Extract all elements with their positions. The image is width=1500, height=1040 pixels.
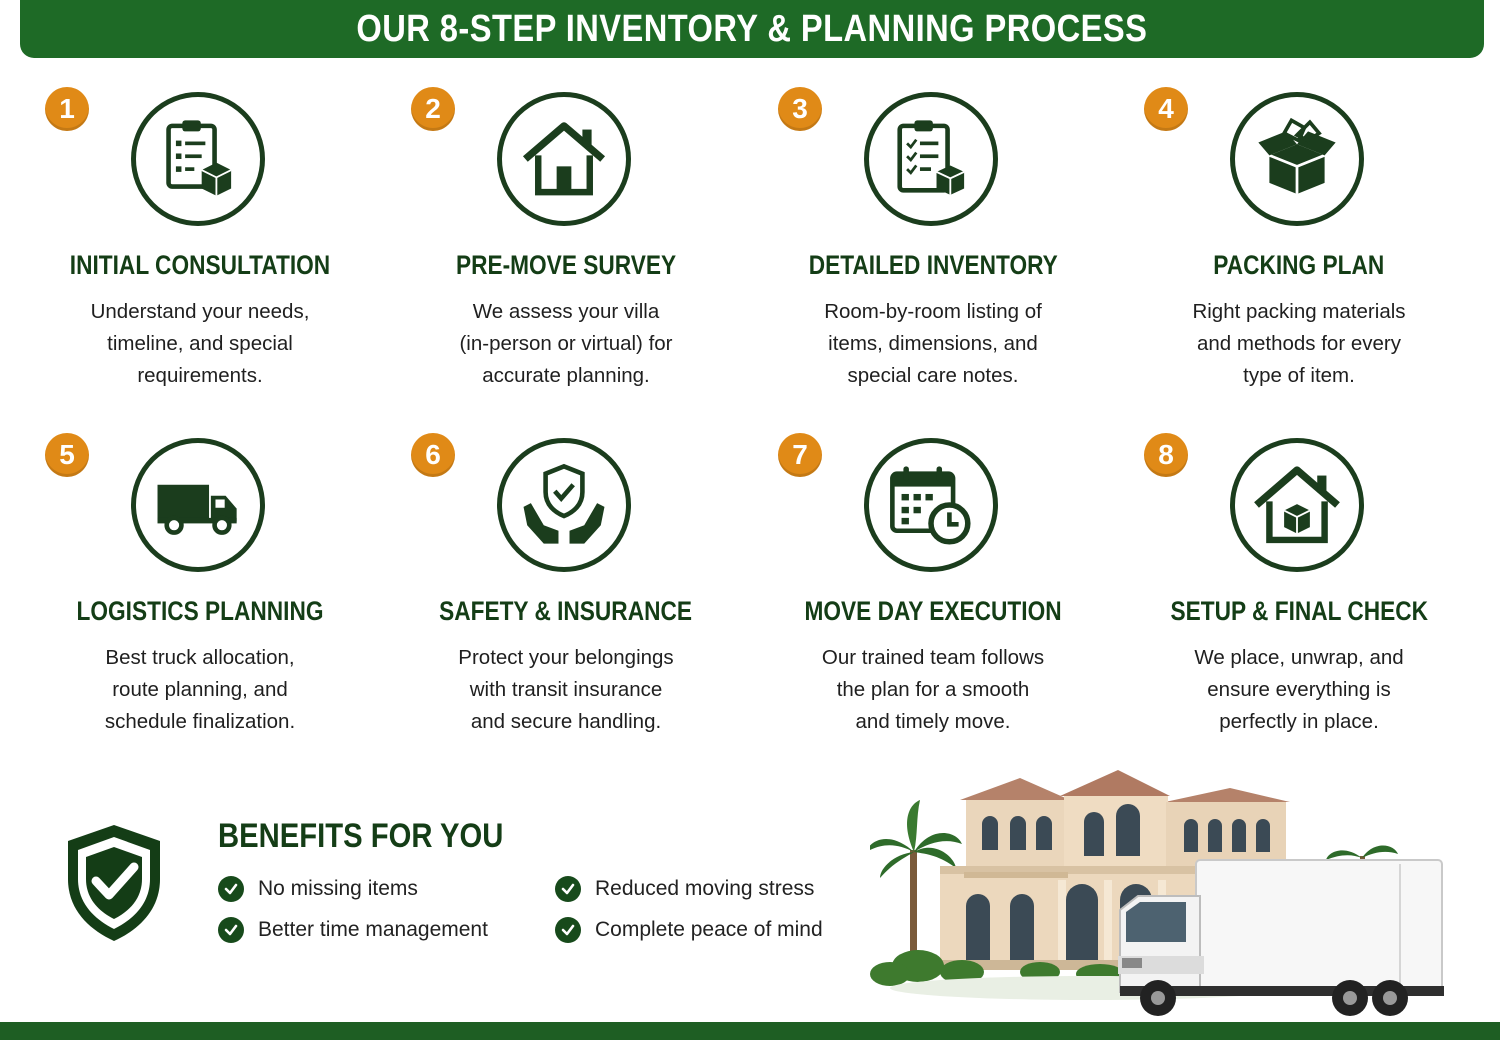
step-description: Best truck allocation,route planning, an… bbox=[104, 646, 296, 733]
check-icon bbox=[555, 917, 581, 943]
house-icon bbox=[497, 92, 631, 226]
benefits-title: BENEFITS FOR YOU bbox=[218, 817, 504, 855]
step-8: 8 SETUP & FINAL CHECK We place, unwrap, … bbox=[1115, 346, 1483, 733]
check-icon bbox=[555, 876, 581, 902]
open-box-icon bbox=[1230, 92, 1364, 226]
header-banner: OUR 8-STEP INVENTORY & PLANNING PROCESS bbox=[20, 0, 1484, 58]
truck-icon bbox=[131, 438, 265, 572]
step-2: 2 PRE-MOVE SURVEY We assess your villa(i… bbox=[382, 0, 750, 387]
clipboard-box-icon bbox=[131, 92, 265, 226]
house-box-icon bbox=[1230, 438, 1364, 572]
benefit-item: Complete peace of mind bbox=[555, 917, 823, 943]
step-number: 5 bbox=[45, 433, 89, 477]
inventory-checklist-icon bbox=[864, 92, 998, 226]
step-title: PACKING PLAN bbox=[1213, 250, 1385, 280]
step-3: 3 DETAILED INVENTORY Room-by-room listin… bbox=[749, 0, 1117, 387]
moving-truck bbox=[1118, 859, 1444, 1016]
step-title: SAFETY & INSURANCE bbox=[439, 596, 693, 626]
step-title: MOVE DAY EXECUTION bbox=[804, 596, 1062, 626]
benefits-panel: BENEFITS FOR YOU No missing items Reduce… bbox=[30, 795, 860, 995]
check-icon bbox=[218, 917, 244, 943]
step-title: SETUP & FINAL CHECK bbox=[1170, 596, 1428, 626]
step-title: DETAILED INVENTORY bbox=[808, 250, 1058, 280]
shield-check-icon bbox=[68, 825, 160, 941]
benefit-item: Reduced moving stress bbox=[555, 876, 814, 902]
step-number: 7 bbox=[778, 433, 822, 477]
step-description: We assess your villa(in-person or virtua… bbox=[459, 300, 673, 387]
step-5: 5 LOGISTICS PLANNING Best truck allocati… bbox=[16, 346, 384, 733]
step-1: 1 INITIAL CONSULTATION Understand your n… bbox=[16, 0, 384, 387]
step-description: Understand your needs,timeline, and spec… bbox=[90, 300, 310, 387]
step-6: 6 SAFETY & INSURANCE Protect your belong… bbox=[382, 346, 750, 733]
step-number: 2 bbox=[411, 87, 455, 131]
footer-bar bbox=[0, 1022, 1500, 1040]
calendar-clock-icon bbox=[864, 438, 998, 572]
step-title: LOGISTICS PLANNING bbox=[76, 596, 324, 626]
benefit-item: No missing items bbox=[218, 876, 418, 902]
step-number: 6 bbox=[411, 433, 455, 477]
check-icon bbox=[218, 876, 244, 902]
step-7: 7 MOVE DAY EXECUTION Our trained team fo… bbox=[749, 346, 1117, 733]
step-number: 4 bbox=[1144, 87, 1188, 131]
page-title: OUR 8-STEP INVENTORY & PLANNING PROCESS bbox=[356, 7, 1148, 50]
step-number: 3 bbox=[778, 87, 822, 131]
step-number: 1 bbox=[45, 87, 89, 131]
step-number: 8 bbox=[1144, 433, 1188, 477]
palm-tree bbox=[870, 800, 962, 960]
shield-hands-icon bbox=[497, 438, 631, 572]
benefit-item: Better time management bbox=[218, 917, 488, 943]
step-title: PRE-MOVE SURVEY bbox=[455, 250, 677, 280]
step-title: INITIAL CONSULTATION bbox=[69, 250, 331, 280]
villa-truck-illustration bbox=[870, 770, 1444, 1016]
